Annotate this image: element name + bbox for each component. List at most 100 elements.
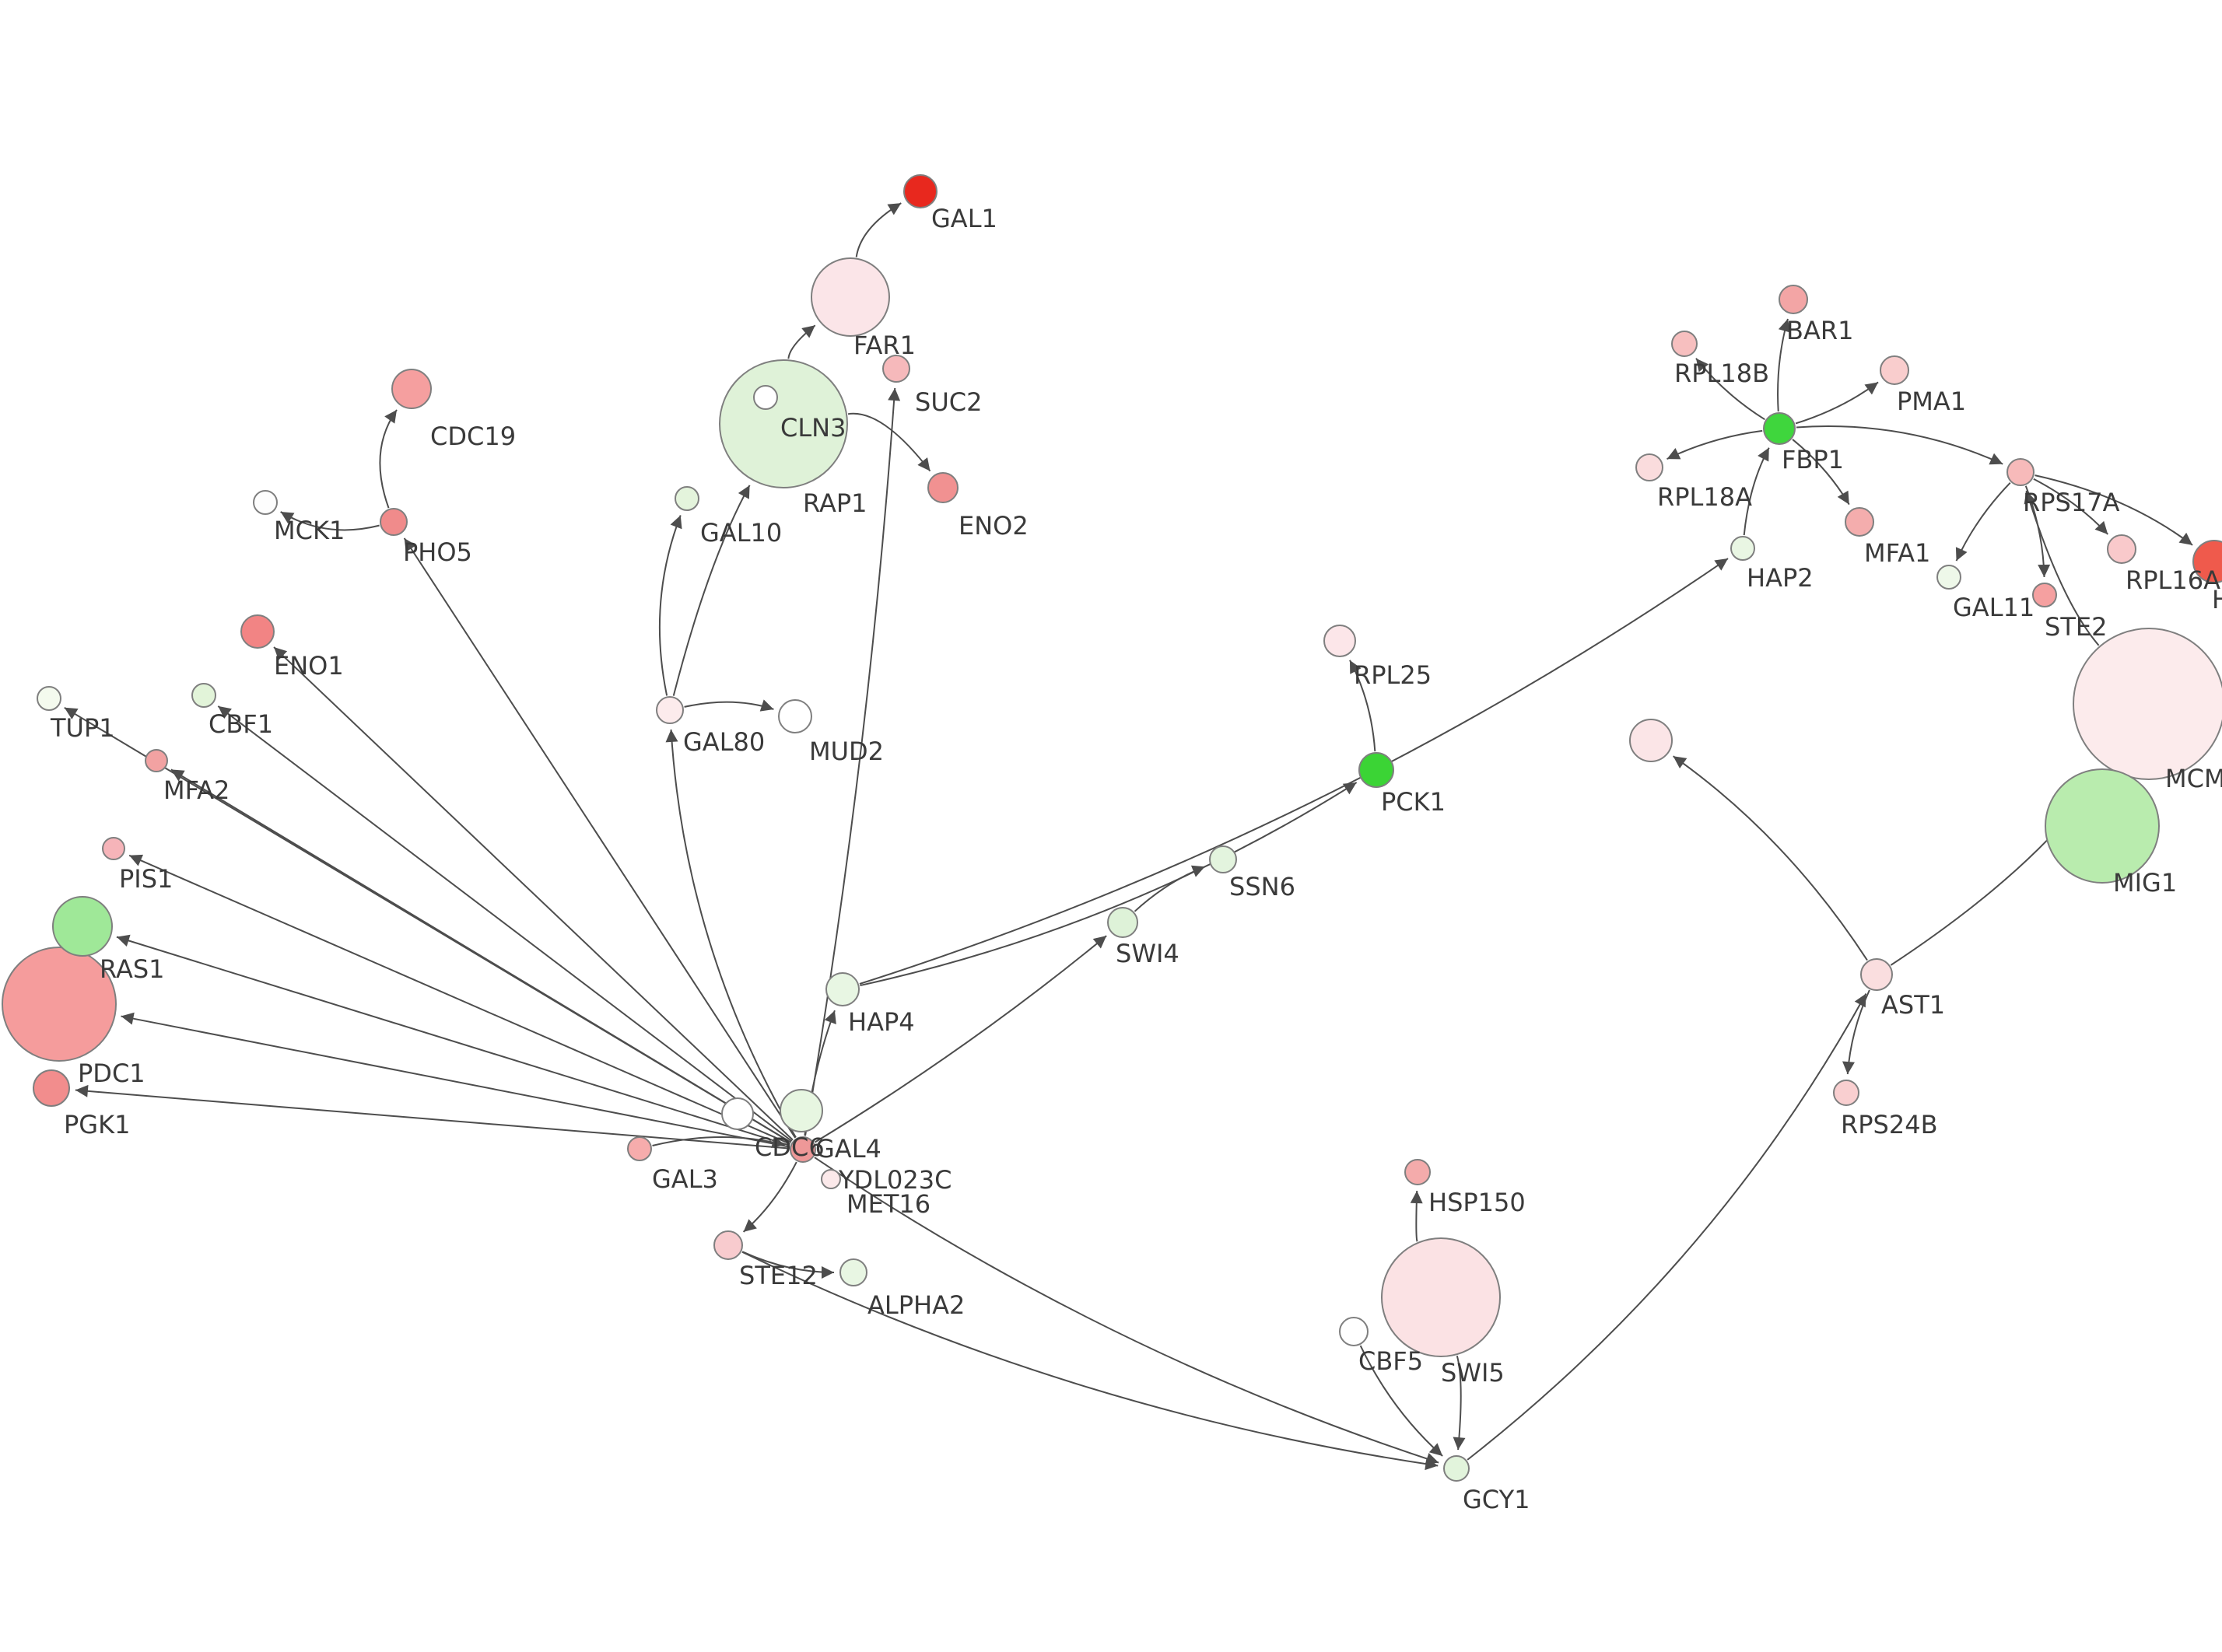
edge-GAL4-PDC1[interactable] (121, 1012, 790, 1148)
edge-RAP1-FAR1[interactable] (787, 324, 816, 359)
edge-GAL80-RAP1[interactable] (672, 485, 751, 696)
node-NODE1[interactable] (1629, 719, 1673, 762)
edge-GAL4-SUC2[interactable] (804, 387, 901, 1136)
edge-MCM1-RPS17A[interactable] (2024, 490, 2100, 646)
edge-SWI5-GCY1[interactable] (1453, 1355, 1466, 1451)
edge-CBF5-GCY1[interactable] (1359, 1345, 1443, 1457)
edge-RPS17A-HIS4[interactable] (2034, 474, 2193, 546)
node-HAP2[interactable] (1730, 536, 1755, 561)
node-SWI5[interactable] (1381, 1237, 1501, 1357)
edge-GAL4-GAL80[interactable] (665, 729, 797, 1138)
node-RPL16A[interactable] (2107, 534, 2136, 564)
node-SWI4[interactable] (1107, 907, 1138, 938)
edge-PCK1-RPL25[interactable] (1349, 660, 1376, 752)
node-CBF1[interactable] (191, 683, 216, 708)
edge-FAR1-GAL1[interactable] (855, 202, 902, 257)
edge-GAL4-SWI4[interactable] (814, 935, 1107, 1143)
edge-GAL80-GAL10[interactable] (658, 515, 682, 696)
edge-FBP1-MFA1[interactable] (1792, 439, 1850, 506)
node-PDC1[interactable] (2, 947, 117, 1062)
node-STE12[interactable] (713, 1230, 743, 1260)
node-GAL80[interactable] (656, 696, 684, 724)
edge-STE12-ALPHA2[interactable] (741, 1251, 835, 1279)
edge-HAP4-PCK1[interactable] (860, 782, 1358, 987)
edge-HAP2-FBP1[interactable] (1743, 447, 1770, 536)
edge-RAP1-ENO2[interactable] (847, 412, 931, 472)
edge-RPS17A-RPL16A[interactable] (2033, 478, 2109, 535)
edge-SWI5-HSP150[interactable] (1410, 1190, 1423, 1242)
node-MFA1[interactable] (1845, 507, 1874, 537)
node-HIS4[interactable] (2192, 540, 2222, 583)
node-MIG1[interactable] (2045, 768, 2160, 884)
node-RPL18B[interactable] (1671, 331, 1698, 357)
node-BAR1[interactable] (1779, 285, 1808, 314)
node-SSN6[interactable] (1209, 845, 1237, 873)
edge-GAL4-MFA2[interactable] (170, 768, 792, 1143)
node-CDC19[interactable] (391, 369, 432, 409)
edge-GAL4-RAS1[interactable] (116, 934, 790, 1146)
node-ENO1[interactable] (240, 614, 275, 649)
node-STE2[interactable] (2032, 583, 2057, 607)
node-MET16[interactable] (821, 1169, 841, 1189)
node-ALPHA2[interactable] (839, 1258, 867, 1286)
node-CDC6[interactable] (721, 1097, 754, 1130)
node-GAL10[interactable] (675, 486, 699, 511)
edge-AST1-RPS24B[interactable] (1842, 989, 1870, 1075)
edge-GAL4-PIS1[interactable] (128, 854, 790, 1145)
edge-PHO5-CDC19[interactable] (379, 409, 398, 509)
edge-GAL4-CBF1[interactable] (217, 705, 793, 1142)
edge-GAL4-STE12[interactable] (742, 1161, 797, 1233)
edge-FBP1-RPL18B[interactable] (1695, 358, 1765, 421)
node-PIS1[interactable] (102, 837, 125, 860)
node-MCK1[interactable] (253, 490, 278, 515)
node-ENO2[interactable] (927, 472, 959, 503)
node-RPL18A[interactable] (1635, 453, 1663, 481)
edge-GAL4-ENO1[interactable] (273, 646, 794, 1141)
node-CBF5[interactable] (1339, 1317, 1369, 1346)
edge-FBP1-RPS17A[interactable] (1796, 425, 2003, 465)
edge-GAL4-GCY1[interactable] (814, 1157, 1439, 1465)
node-PMA1[interactable] (1880, 355, 1909, 385)
node-RAS1[interactable] (52, 896, 113, 957)
node-FBP1[interactable] (1763, 412, 1796, 445)
edge-PHO5-MCK1[interactable] (280, 511, 380, 531)
node-HAP4[interactable] (825, 972, 860, 1006)
node-label-YDL023C: YDL023C (838, 1165, 952, 1195)
node-PHO5[interactable] (380, 508, 408, 536)
node-HSP150[interactable] (1404, 1159, 1431, 1185)
edge-GAL3-GAL4[interactable] (652, 1136, 785, 1148)
node-FAR1[interactable] (811, 257, 890, 337)
edge-GCY1-AST1[interactable] (1467, 993, 1867, 1461)
node-PCK1[interactable] (1358, 752, 1394, 788)
node-RPS24B[interactable] (1833, 1080, 1859, 1106)
node-RPS17A[interactable] (2006, 458, 2034, 486)
node-SUC2[interactable] (882, 355, 910, 383)
edge-RPS17A-GAL11[interactable] (1955, 481, 2011, 562)
edge-FBP1-RPL18A[interactable] (1666, 429, 1763, 460)
edge-HAP4-HAP2[interactable] (859, 558, 1729, 985)
node-GAL1[interactable] (903, 174, 938, 208)
node-RPL25[interactable] (1323, 625, 1356, 657)
edge-SWI4-SSN6[interactable] (1134, 865, 1206, 912)
edge-GAL4-PHO5[interactable] (403, 537, 797, 1139)
node-GAL4[interactable] (790, 1136, 816, 1163)
node-MFA2[interactable] (145, 749, 168, 772)
edge-GAL80-MUD2[interactable] (684, 699, 774, 712)
node-PGK1[interactable] (33, 1069, 70, 1107)
node-MUD2[interactable] (778, 699, 812, 733)
node-label-PIS1: PIS1 (119, 864, 173, 894)
edge-AST1-NODE1[interactable] (1673, 755, 1868, 961)
node-GCY1[interactable] (1443, 1455, 1470, 1482)
node-YDL023C[interactable] (780, 1089, 823, 1132)
edge-FBP1-PMA1[interactable] (1795, 381, 1879, 425)
node-RAP1[interactable] (719, 359, 848, 488)
edge-FBP1-BAR1[interactable] (1777, 318, 1791, 412)
node-AST1[interactable] (1860, 958, 1893, 991)
node-GAL11[interactable] (1936, 565, 1961, 590)
node-CLN3[interactable] (753, 385, 778, 410)
edge-STE12-GCY1[interactable] (741, 1251, 1439, 1471)
node-MCM1[interactable] (2073, 628, 2222, 780)
node-GAL3[interactable] (627, 1136, 652, 1161)
node-TUP1[interactable] (37, 686, 61, 711)
